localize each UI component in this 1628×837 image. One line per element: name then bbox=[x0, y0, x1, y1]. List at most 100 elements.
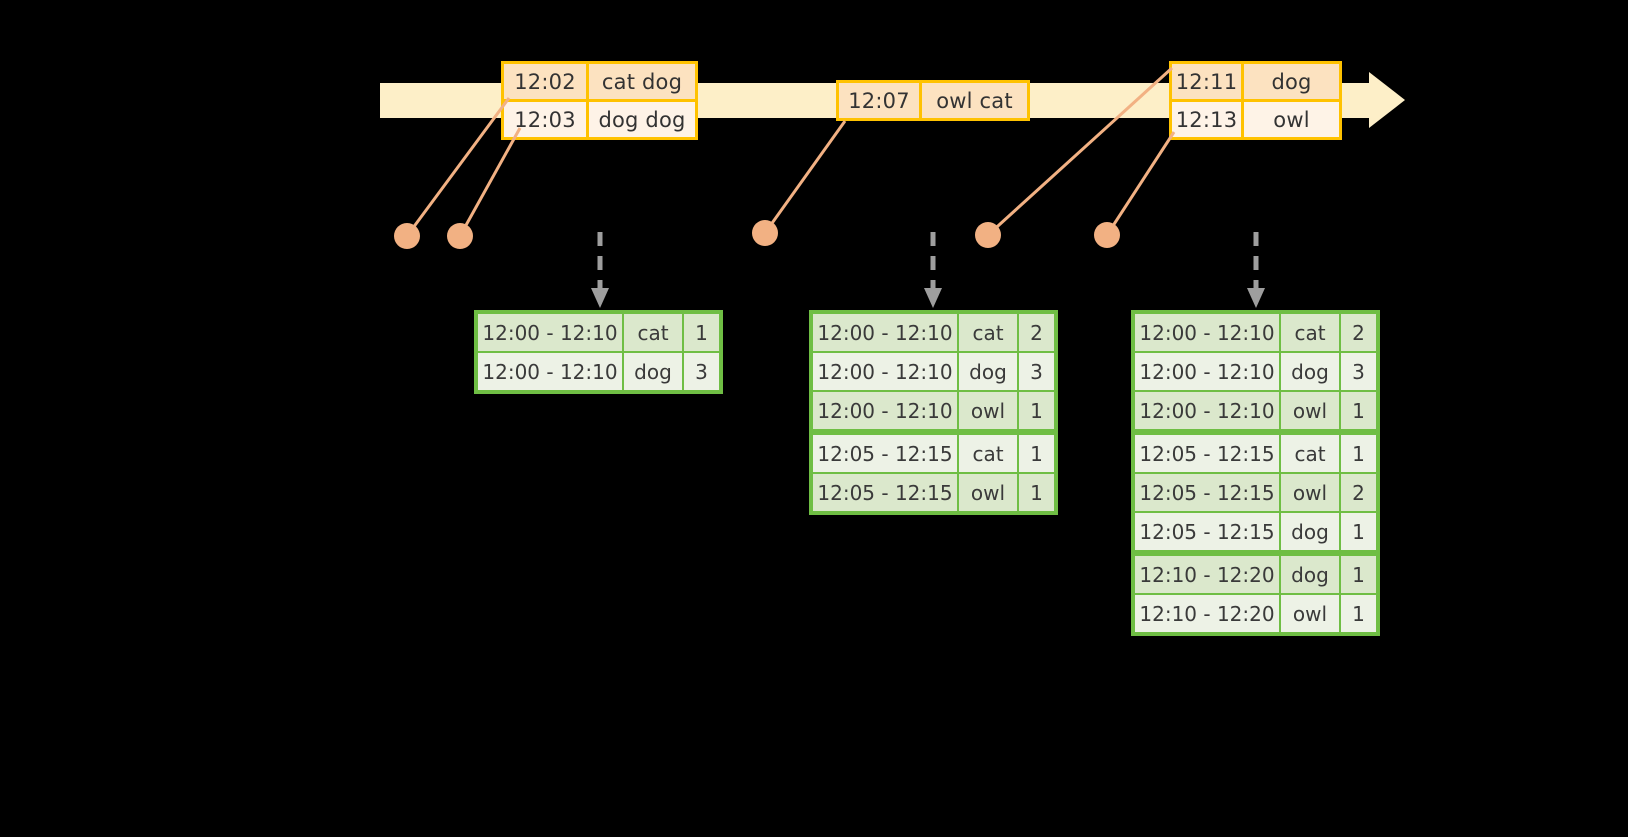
event-words-cell: dog bbox=[1244, 64, 1339, 99]
event-time: 12:07 bbox=[848, 88, 910, 113]
event-time: 12:03 bbox=[514, 107, 576, 132]
event-time-cell: 12:03 bbox=[504, 102, 589, 137]
timeline-arrow-head-icon bbox=[1369, 72, 1405, 128]
event-time-cell: 12:07 bbox=[839, 83, 922, 118]
cell-window: 12:05 - 12:15 bbox=[813, 474, 959, 511]
cell-key: cat bbox=[1281, 435, 1341, 472]
event-box-3[interactable]: 12:11 dog 12:13 owl bbox=[1169, 61, 1342, 140]
event-row: 12:07 owl cat bbox=[839, 83, 1027, 118]
connector-dot-1203 bbox=[447, 223, 473, 249]
connector-dot-1202 bbox=[394, 223, 420, 249]
event-words: owl cat bbox=[936, 88, 1013, 113]
cell-count: 1 bbox=[1019, 474, 1054, 511]
cell-count: 1 bbox=[684, 314, 719, 351]
cell-count: 3 bbox=[684, 353, 719, 390]
cell-window: 12:00 - 12:10 bbox=[478, 353, 624, 390]
cell-key: dog bbox=[1281, 556, 1341, 593]
cell-count: 1 bbox=[1341, 595, 1376, 632]
event-words-cell: owl bbox=[1244, 102, 1339, 137]
cell-key: cat bbox=[624, 314, 684, 351]
event-words: cat dog bbox=[601, 69, 683, 94]
cell-key: dog bbox=[1281, 353, 1341, 390]
cell-key: dog bbox=[624, 353, 684, 390]
cell-window: 12:00 - 12:10 bbox=[1135, 392, 1281, 429]
event-row: 12:13 owl bbox=[1172, 99, 1339, 137]
connector-dot-1211 bbox=[975, 222, 1001, 248]
event-time-cell: 12:02 bbox=[504, 64, 589, 99]
cell-window: 12:05 - 12:15 bbox=[813, 435, 959, 472]
dashed-arrow-3 bbox=[1247, 232, 1265, 308]
event-time: 12:13 bbox=[1175, 107, 1238, 132]
cell-count: 2 bbox=[1341, 314, 1376, 351]
cell-window: 12:00 - 12:10 bbox=[813, 353, 959, 390]
event-time-cell: 12:11 bbox=[1172, 64, 1244, 99]
event-words: owl bbox=[1273, 107, 1310, 132]
cell-key: owl bbox=[959, 474, 1019, 511]
cell-window: 12:00 - 12:10 bbox=[813, 314, 959, 351]
cell-key: dog bbox=[959, 353, 1019, 390]
event-words-cell: cat dog bbox=[589, 64, 695, 99]
cell-count: 1 bbox=[1019, 392, 1054, 429]
cell-window: 12:10 - 12:20 bbox=[1135, 595, 1281, 632]
cell-window: 12:05 - 12:15 bbox=[1135, 435, 1281, 472]
event-time: 12:11 bbox=[1175, 69, 1238, 94]
cell-window: 12:10 - 12:20 bbox=[1135, 556, 1281, 593]
event-time: 12:02 bbox=[514, 69, 576, 94]
cell-window: 12:05 - 12:15 bbox=[1135, 513, 1281, 550]
cell-key: owl bbox=[1281, 595, 1341, 632]
event-time-cell: 12:13 bbox=[1172, 102, 1244, 137]
cell-count: 1 bbox=[1341, 435, 1376, 472]
cell-key: cat bbox=[959, 435, 1019, 472]
connector-dot-1207 bbox=[752, 220, 778, 246]
cell-count: 2 bbox=[1341, 474, 1376, 511]
cell-count: 1 bbox=[1341, 392, 1376, 429]
event-words: dog bbox=[1271, 69, 1312, 94]
event-words: dog dog bbox=[598, 107, 686, 132]
event-words-cell: owl cat bbox=[922, 83, 1027, 118]
event-box-1[interactable]: 12:02 cat dog 12:03 dog dog bbox=[501, 61, 698, 140]
cell-count: 3 bbox=[1019, 353, 1054, 390]
dashed-arrow-1 bbox=[591, 232, 609, 308]
cell-count: 1 bbox=[1019, 435, 1054, 472]
cell-window: 12:00 - 12:10 bbox=[813, 392, 959, 429]
dashed-arrow-2 bbox=[924, 232, 942, 308]
event-row: 12:02 cat dog bbox=[504, 64, 695, 99]
cell-key: dog bbox=[1281, 513, 1341, 550]
cell-key: cat bbox=[1281, 314, 1341, 351]
event-box-2[interactable]: 12:07 owl cat bbox=[836, 80, 1030, 121]
cell-count: 2 bbox=[1019, 314, 1054, 351]
cell-key: owl bbox=[1281, 392, 1341, 429]
cell-key: owl bbox=[959, 392, 1019, 429]
cell-key: owl bbox=[1281, 474, 1341, 511]
cell-window: 12:00 - 12:10 bbox=[478, 314, 624, 351]
event-row: 12:11 dog bbox=[1172, 64, 1339, 99]
cell-window: 12:00 - 12:10 bbox=[1135, 314, 1281, 351]
cell-count: 1 bbox=[1341, 513, 1376, 550]
cell-count: 1 bbox=[1341, 556, 1376, 593]
cell-window: 12:00 - 12:10 bbox=[1135, 353, 1281, 390]
cell-window: 12:05 - 12:15 bbox=[1135, 474, 1281, 511]
connector-dot-1213 bbox=[1094, 222, 1120, 248]
cell-count: 3 bbox=[1341, 353, 1376, 390]
event-words-cell: dog dog bbox=[589, 102, 695, 137]
cell-key: cat bbox=[959, 314, 1019, 351]
